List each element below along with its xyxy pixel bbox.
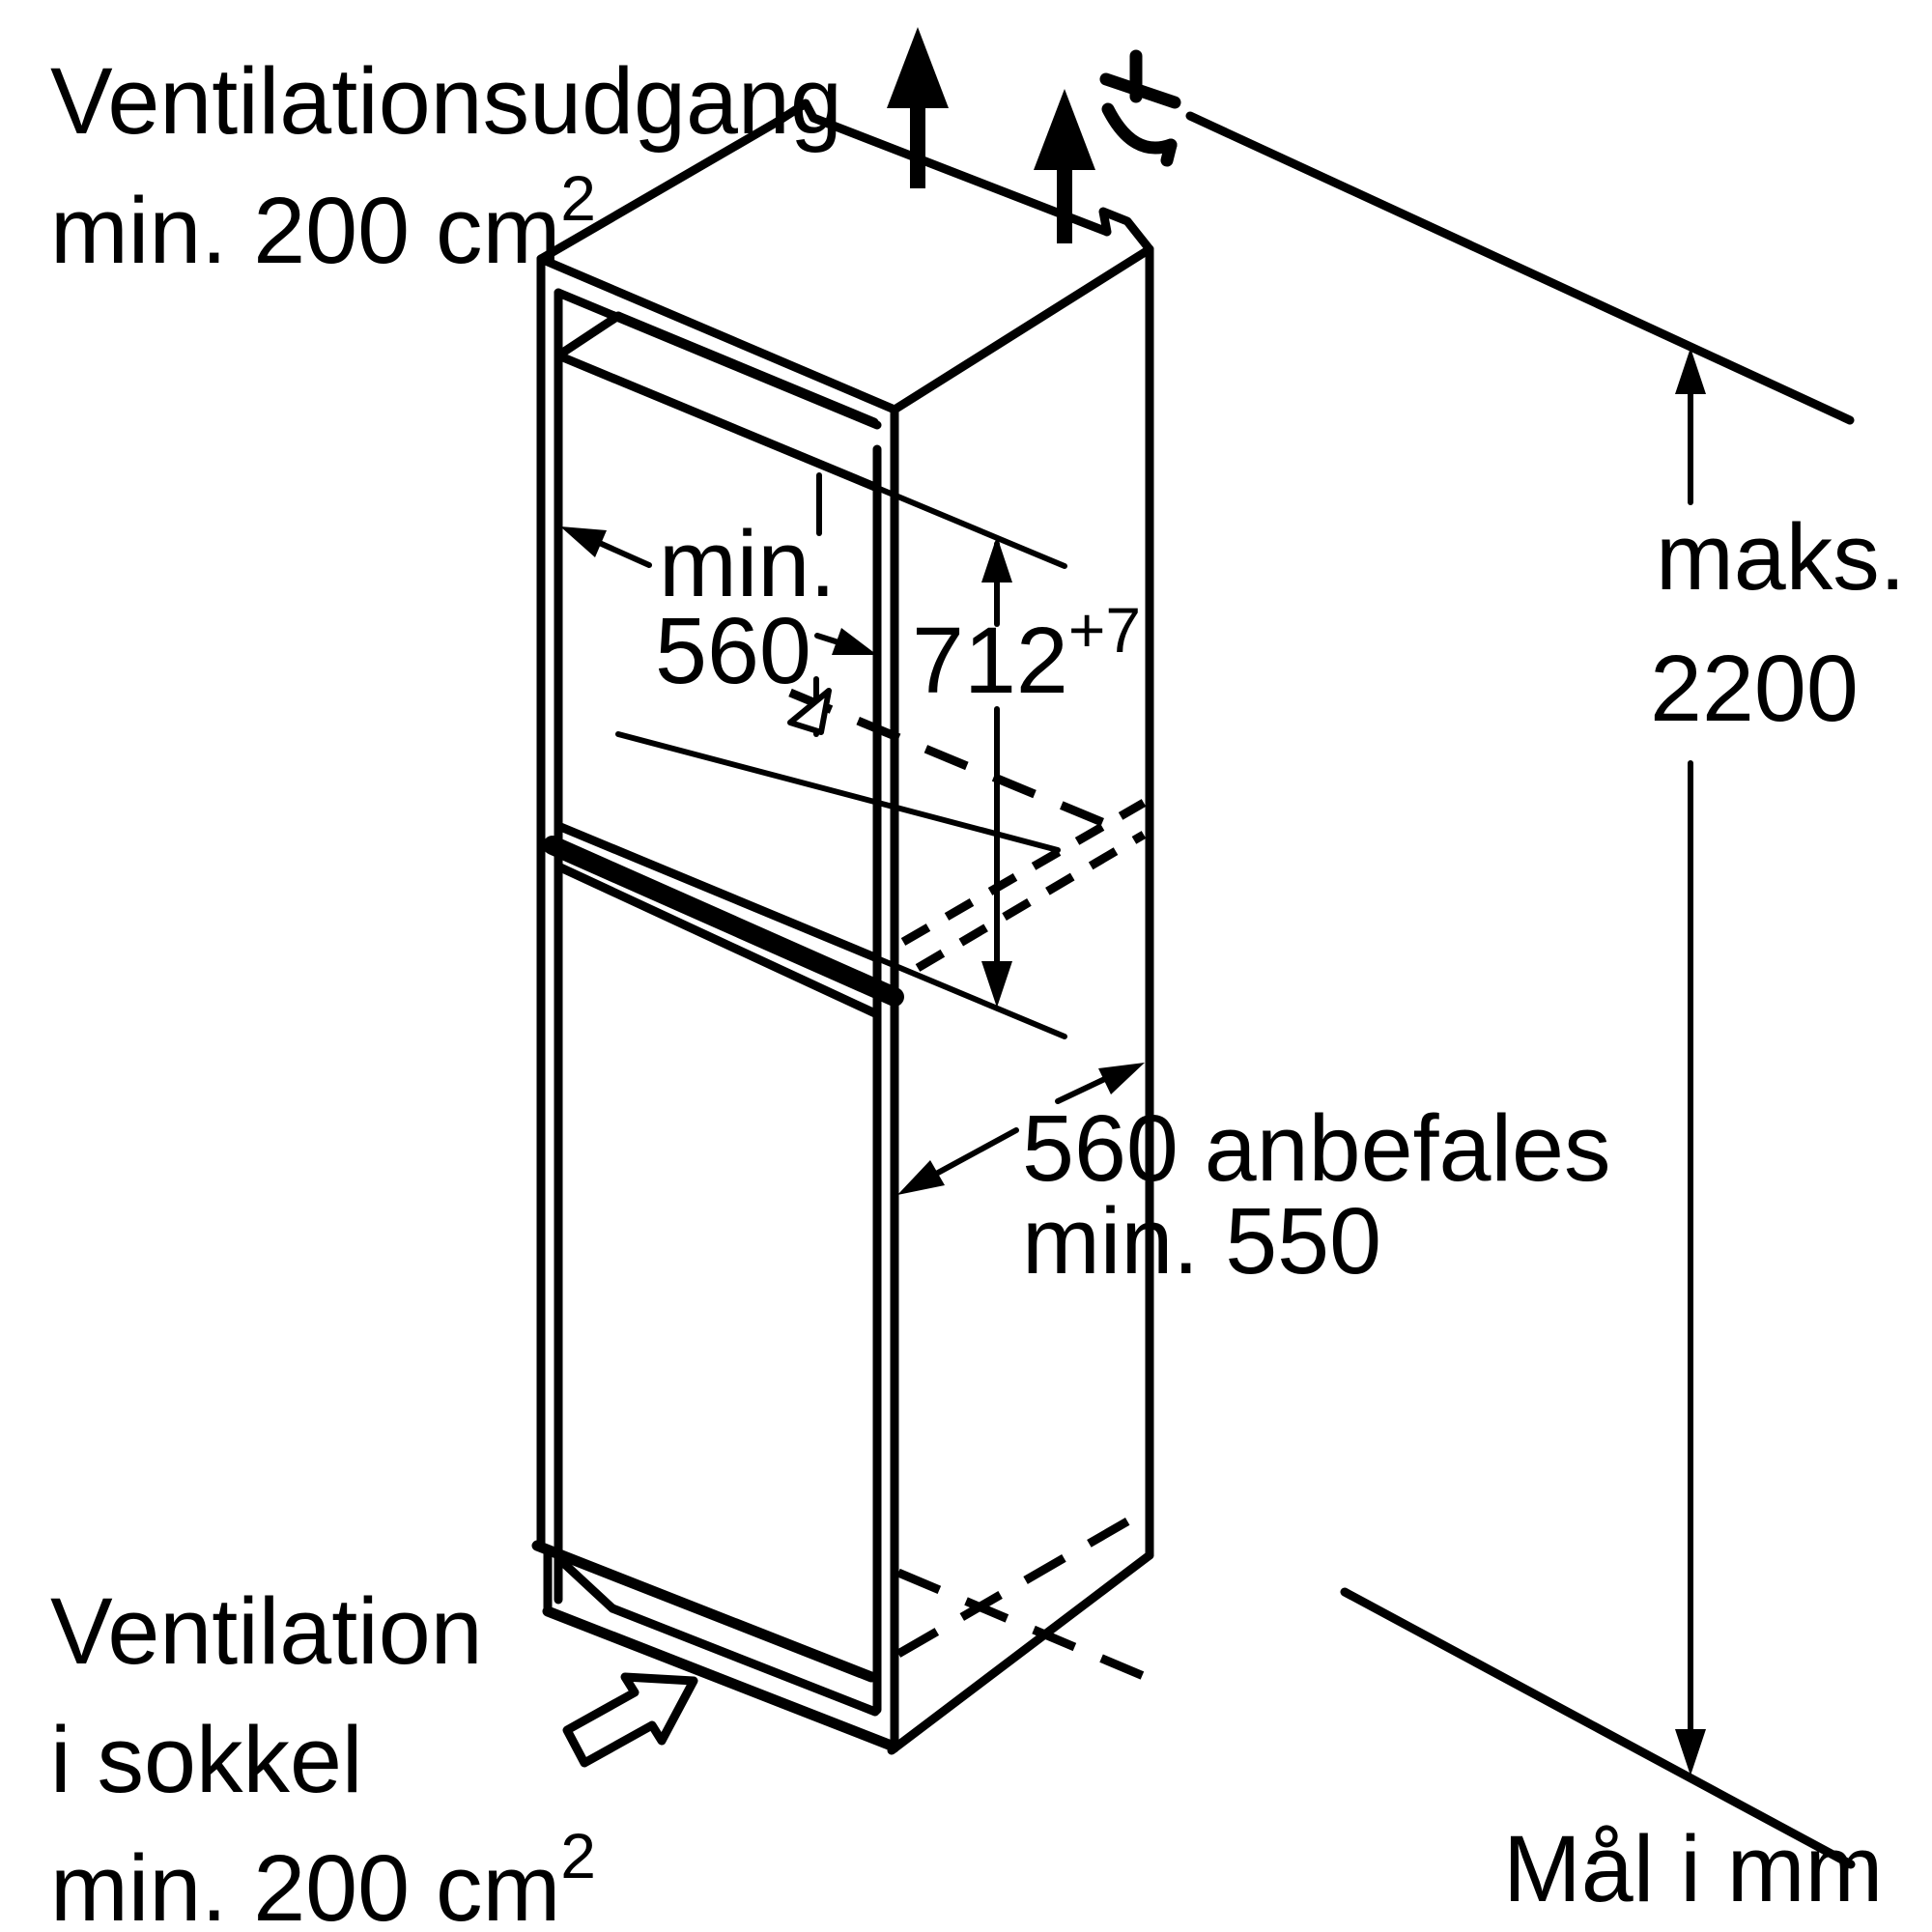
- ceiling-reference-line: [1185, 111, 1855, 425]
- niche-depth-lower-shaft: [935, 1127, 1019, 1176]
- niche-height-tolerance: +7: [1068, 594, 1141, 666]
- niche-depth-label-line2: min. 550: [1022, 1188, 1381, 1293]
- vent-plinth-area-exponent: 2: [560, 1820, 596, 1891]
- niche-height-leader-top: [874, 485, 1067, 569]
- niche-ceiling-left-depth-edge: [554, 311, 623, 360]
- vent-plinth-label-line3: min. 200 cm2: [50, 1820, 596, 1932]
- text-labels: Ventilationsudgang min. 200 cm2 Ventilat…: [50, 48, 1883, 1932]
- airflow-symbols: [562, 27, 1181, 1768]
- niche-width-arrow-left-shaft: [592, 538, 652, 568]
- vent-plinth-label-line1: Ventilation: [50, 1578, 483, 1684]
- niche-ceiling-front-edge: [554, 351, 882, 493]
- dim-niche-depth: 560 anbefales min. 550: [897, 1063, 1610, 1293]
- top-right-depth-edge: [890, 244, 1154, 414]
- niche-width-label-line1: min.: [659, 511, 836, 616]
- niche-floor-right-edge-hidden-1: [900, 799, 1147, 946]
- dim-total-height: maks. 2200: [1185, 111, 1906, 1869]
- vent-outlet-area: min. 200 cm: [50, 178, 560, 283]
- niche-depth-upper-shaft: [1055, 1073, 1114, 1104]
- total-height-arrow-down: [1675, 1729, 1706, 1776]
- cabinet-bottom-back-edge-hidden: [896, 1568, 1148, 1682]
- lower-door-top-edge: [543, 836, 904, 1007]
- plinth-airflow-arrow-icon: [562, 1672, 698, 1768]
- total-height-label-line2: 2200: [1650, 636, 1859, 741]
- vent-plinth-area: min. 200 cm: [50, 1835, 560, 1932]
- niche-height-label: 712+7: [912, 594, 1141, 713]
- vent-arrow-up-left-icon: [887, 27, 949, 108]
- niche-height-arrow-up: [981, 536, 1012, 582]
- top-left-depth-edge: [536, 118, 781, 264]
- niche-floor-front-edge: [554, 821, 882, 963]
- niche-floor-right-edge-hidden-2: [915, 831, 1147, 972]
- reference-open-arrow: [787, 688, 832, 735]
- plinth-recess-depth-edge: [554, 1554, 617, 1613]
- niche-width-arrow-right: [832, 628, 877, 655]
- floor-reference-line: [1340, 1587, 1856, 1869]
- lower-door-top-inner-line: [554, 862, 882, 1019]
- niche-depth-arrow-back: [1098, 1063, 1145, 1094]
- niche-width-label-line2: 560: [655, 598, 811, 703]
- dim-niche-width: min. 560: [560, 472, 1061, 853]
- niche-height-value: 712: [912, 608, 1068, 713]
- niche-height-leader-bottom: [874, 955, 1067, 1039]
- dim-niche-height: 712+7: [874, 485, 1141, 1039]
- niche-height-arrow-down: [981, 961, 1012, 1008]
- hidden-edges: [788, 688, 1149, 1682]
- cabinet-bottom-depth-edge-hidden: [895, 1507, 1149, 1658]
- total-height-label-line1: maks.: [1656, 504, 1906, 610]
- units-note: Mål i mm: [1503, 1816, 1883, 1921]
- air-outlet-icon: [1099, 49, 1181, 167]
- niche-floor-back-edge-hidden: [788, 688, 1111, 830]
- top-back-edge-with-vent-notches: [771, 99, 1154, 254]
- cabinet-housing: [531, 99, 1154, 1755]
- top-front-edge: [536, 254, 899, 414]
- niche-ceiling-back-edge: [613, 311, 879, 427]
- total-height-arrow-up: [1675, 348, 1706, 394]
- niche-depth-arrow-front: [897, 1160, 945, 1195]
- vent-outlet-label-line1: Ventilationsudgang: [50, 48, 842, 154]
- cabinet-bottom-front-edge: [542, 1605, 895, 1750]
- niche-depth-label-line1: 560 anbefales: [1022, 1095, 1610, 1201]
- plinth-face-top-edge: [608, 1604, 880, 1717]
- door-bottom-edge: [531, 1540, 877, 1683]
- vent-arrow-up-right-icon: [1034, 89, 1095, 170]
- vent-outlet-area-exponent: 2: [560, 162, 596, 234]
- niche-floor-reference-line: [615, 731, 1061, 853]
- vent-outlet-label-line2: min. 200 cm2: [50, 162, 596, 283]
- niche-width-arrow-left: [560, 526, 607, 557]
- vent-plinth-label-line2: i sokkel: [50, 1707, 362, 1812]
- side-panel-bottom-edge: [887, 1550, 1154, 1755]
